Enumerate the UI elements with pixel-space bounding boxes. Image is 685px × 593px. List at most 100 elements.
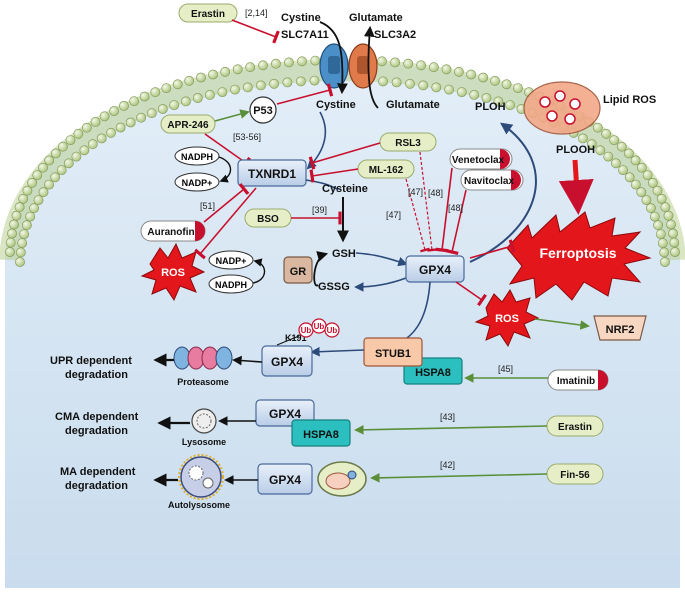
nadp2-text: NADP+ [216, 256, 247, 266]
membrane-lipid-bead [428, 62, 439, 73]
membrane-lipid-bead [139, 91, 150, 102]
membrane-lipid-bead [669, 237, 680, 248]
membrane-lipid-bead [63, 158, 74, 169]
txnrd1-text: TXNRD1 [248, 167, 296, 181]
p53-inhibits-slc7a11 [276, 83, 334, 105]
auranofin-pill: Auranofin [140, 220, 206, 242]
ros-left-text: ROS [161, 267, 185, 279]
gpx4-a-text: GPX4 [271, 355, 303, 369]
plooh-to-ferroptosis [558, 159, 594, 215]
membrane-lipid-bead [169, 100, 180, 110]
membrane-lipid-bead [5, 237, 16, 248]
bso-text: BSO [257, 214, 279, 225]
hspa8-node-2: HSPA8 [291, 419, 351, 447]
membrane-lipid-bead [204, 90, 215, 100]
erastin-bottom-text: Erastin [558, 422, 592, 433]
membrane-lipid-bead [71, 151, 82, 162]
gsh-to-gpx4 [355, 252, 408, 267]
membrane-lipid-bead [663, 210, 674, 221]
ros-right-burst: ROS [474, 289, 540, 348]
membrane-lipid-bead [578, 133, 588, 144]
membrane-lipid-bead [592, 122, 603, 133]
membrane-lipid-bead [666, 219, 676, 230]
membrane-lipid-bead [14, 202, 25, 213]
membrane-lipid-bead [601, 128, 612, 139]
txnrd1-inhibits-ros [194, 187, 257, 260]
ml162-inhibits-txnrd1 [309, 168, 359, 183]
membrane-lipid-bead [18, 193, 29, 204]
ref-47a: [47] [408, 187, 423, 197]
membrane-lipid-bead [7, 228, 17, 239]
imatinib-text: Imatinib [557, 376, 595, 387]
gpx4-inhibits-ferroptosis [469, 239, 516, 259]
proteasome-label: Proteasome [177, 377, 229, 387]
gpx4-inhibits-ros [455, 281, 487, 307]
navitoclax-text: Navitoclax [464, 176, 514, 187]
autolysosome-icon [178, 454, 224, 500]
txnrd1-node: TXNRD1 [237, 159, 307, 187]
ros-right-text: ROS [495, 313, 519, 325]
cell-interior [5, 62, 680, 588]
nadph1-text: NADPH [181, 152, 213, 162]
slc7a11-label: SLC7A11 [281, 29, 329, 41]
ref-bso: [39] [312, 205, 327, 215]
membrane-lipid-bead [255, 80, 266, 91]
cma-label-1: CMA dependent [55, 411, 139, 423]
membrane-lipid-bead [180, 96, 191, 107]
ub-text-1: Ub [301, 326, 312, 335]
membrane-lipid-bead [405, 78, 415, 89]
nadph-oxidation-arrow-2 [252, 258, 266, 284]
ub-text-3: Ub [327, 326, 338, 335]
membrane-lipid-bead [377, 56, 387, 67]
stub1-text: STUB1 [375, 348, 411, 360]
nadph-oxidation-arrow-1 [218, 156, 232, 183]
membrane-lipid-bead [646, 203, 656, 214]
membrane-lipid-bead [73, 128, 84, 139]
membrane-lipid-bead [310, 55, 321, 66]
membrane-lipid-bead [656, 193, 667, 204]
membrane-lipid-bead [56, 165, 67, 175]
membrane-lipid-bead [636, 162, 647, 173]
gr-node: GR [283, 256, 313, 284]
glutamate-top-label: Glutamate [349, 12, 403, 24]
upr-label-2: degradation [65, 369, 128, 381]
lysosome-icon [191, 408, 217, 434]
membrane-lipid-bead [245, 62, 256, 73]
membrane-lipid-bead [32, 170, 43, 180]
cystine-top-label: Cystine [281, 12, 321, 24]
ploh-label: PLOH [475, 101, 506, 113]
membrane-lipid-bead [146, 108, 157, 119]
membrane-lipid-bead [466, 69, 476, 80]
p53-text: P53 [253, 105, 273, 117]
membrane-lipid-bead [161, 83, 172, 93]
gpx4-to-ploh [469, 122, 537, 263]
membrane-lipid-bead [11, 210, 22, 221]
membrane-lipid-bead [501, 79, 512, 90]
ref-48b: [48] [448, 203, 463, 213]
membrane-lipid-bead [15, 247, 26, 258]
membrane-lipid-bead [119, 101, 129, 111]
ref-42: [42] [440, 460, 455, 470]
membrane-lipid-bead [109, 106, 119, 116]
membrane-lipid-bead [50, 148, 61, 159]
membrane-lipid-bead [660, 257, 670, 267]
membrane-lipid-bead [453, 66, 464, 77]
gr-text: GR [290, 266, 307, 278]
membrane-lipid-bead [403, 58, 414, 69]
membrane-lipid-bead [79, 145, 90, 156]
membrane-lipid-bead [624, 148, 634, 159]
ubiquitin-chain: Ub Ub Ub [298, 318, 340, 338]
membrane-lipid-bead [157, 104, 168, 114]
bso-pill: BSO [244, 208, 292, 228]
membrane-lipid-bead [5, 247, 15, 257]
fin56-to-autophagosome [370, 473, 548, 483]
erastin-to-hspa8 [354, 425, 548, 435]
hspa8-1-text: HSPA8 [415, 367, 451, 379]
gsh-label: GSH [332, 248, 356, 260]
membrane-lipid-bead [50, 172, 61, 183]
membrane-lipid-bead [21, 220, 32, 231]
membrane-lipid-bead [490, 75, 500, 86]
ros-left-burst: ROS [140, 242, 206, 302]
plooh-label: PLOOH [556, 144, 595, 156]
